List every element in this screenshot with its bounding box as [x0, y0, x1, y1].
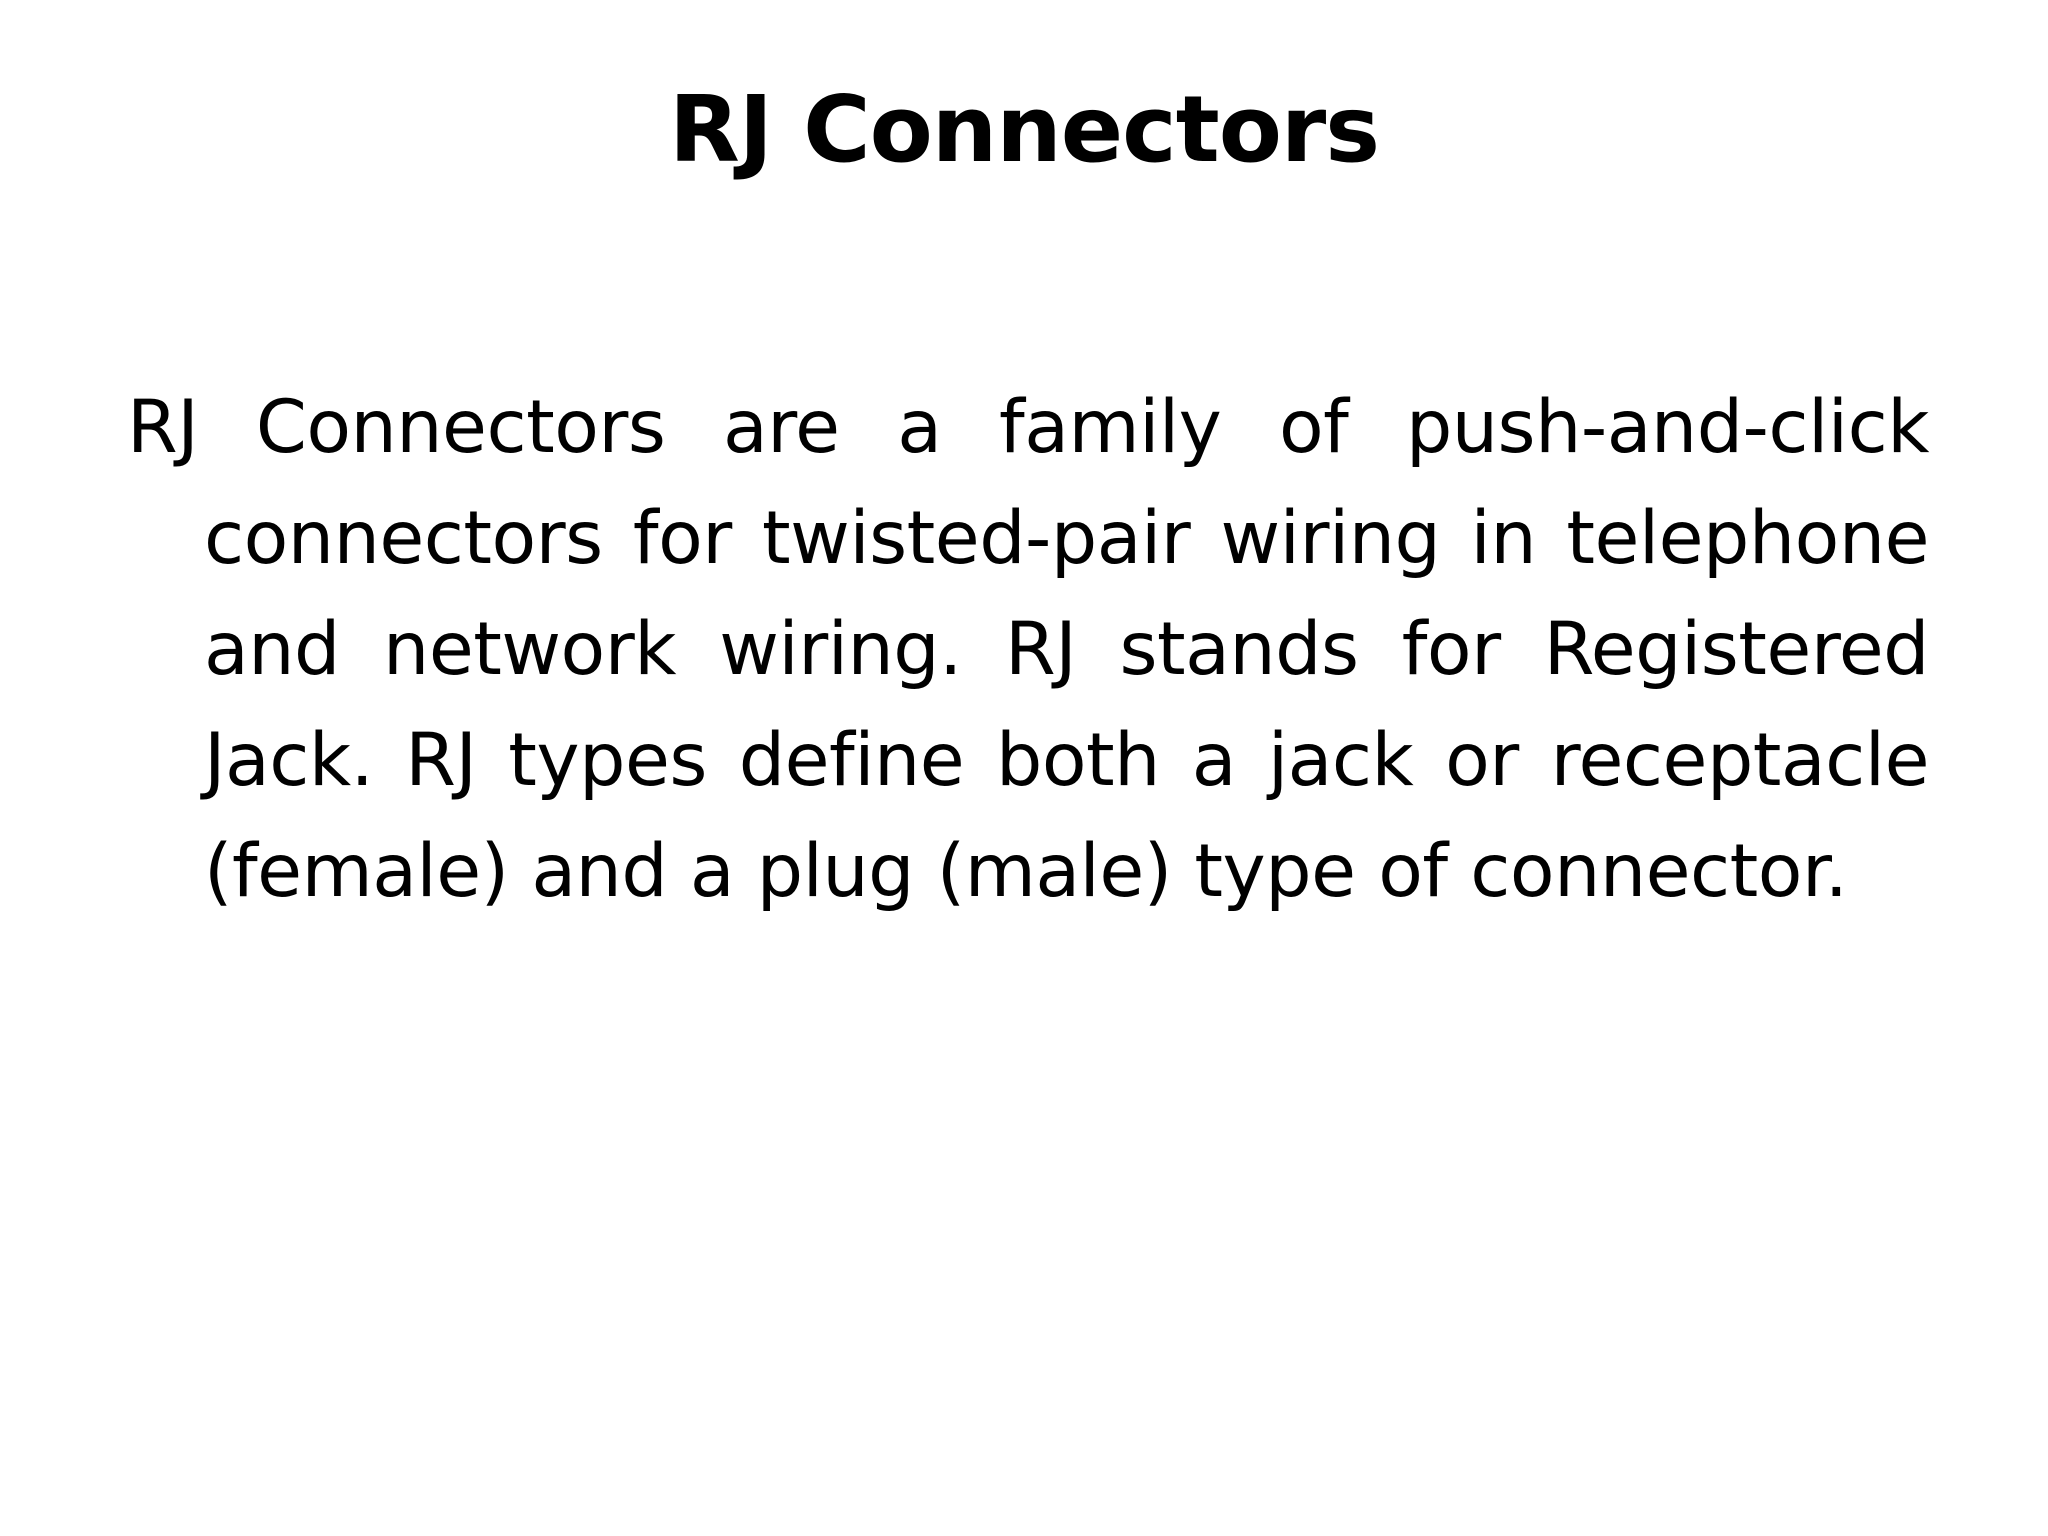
slide-body-text: RJ Connectors are a family of push-and-c… [127, 385, 1930, 914]
slide-title: RJ Connectors [668, 76, 1380, 183]
